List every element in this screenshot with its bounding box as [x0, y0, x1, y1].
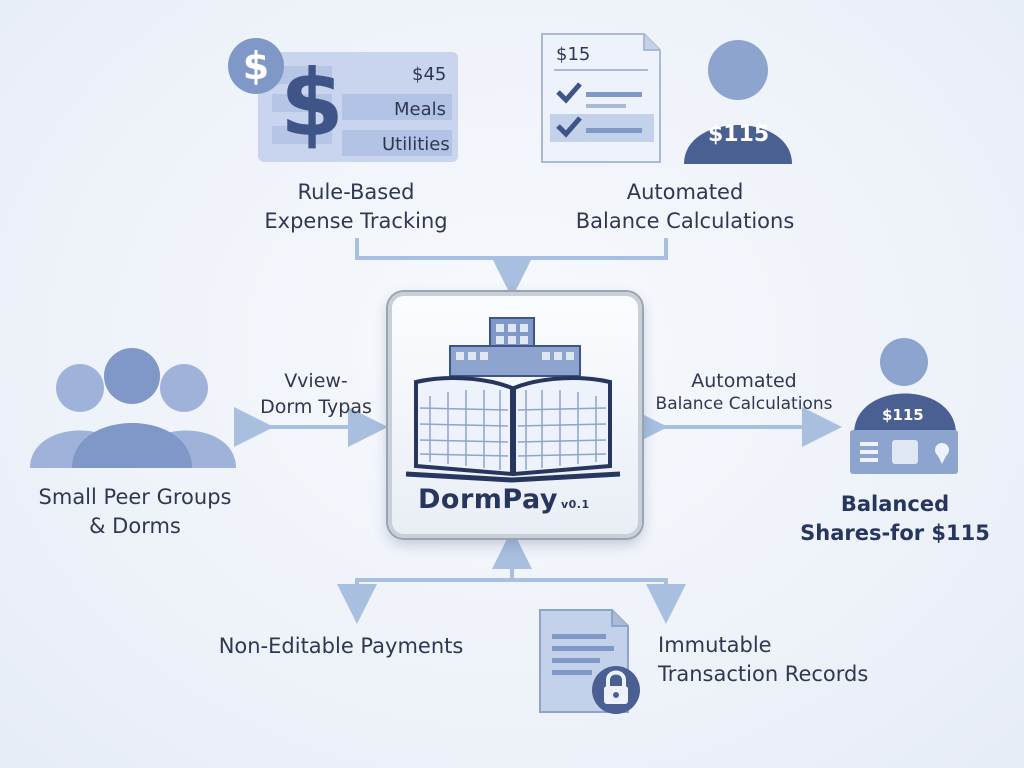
rule-based-expense-tracking-label: Rule-Based Expense Tracking [264, 180, 448, 233]
balanced-shares-person-icon: $115 [850, 338, 960, 476]
checklist-document-icon: $15 [540, 32, 662, 164]
immutable-transaction-records-label: Immutable Transaction Records [658, 633, 869, 686]
document-amount: $15 [556, 44, 591, 65]
person-balance-amount: $115 [708, 122, 770, 147]
expense-ledger-illustration: $ $ $45 Meals Utilities [222, 36, 462, 166]
app-name: DormPay [418, 484, 558, 515]
locked-document-icon [538, 608, 646, 716]
non-editable-payments-label: Non-Editable Payments [218, 634, 464, 658]
dollar-sign-icon: $ [280, 50, 345, 157]
left-arrow-caption: Vview- Dorm Typas [260, 370, 372, 418]
right-arrow-caption: Automated Balance Calculations [655, 370, 833, 414]
small-peer-groups-label: Small Peer Groups & Dorms [38, 485, 232, 538]
person-balance-icon: $115 [680, 34, 800, 164]
ledger-amount: $45 [412, 64, 447, 85]
balanced-shares-label: Balanced Shares-for $115 [800, 492, 990, 545]
bottom-bracket-connector [355, 578, 668, 606]
app-version: v0.1 [560, 498, 590, 511]
ledger-row-utilities: Utilities [382, 134, 450, 155]
ledger-book-building-icon [405, 317, 621, 483]
automated-balance-calculations-label: Automated Balance Calculations [575, 180, 795, 233]
shares-badge-amount: $115 [882, 406, 924, 424]
top-bracket-connector [355, 238, 668, 260]
ledger-row-meals: Meals [394, 99, 447, 120]
peer-group-icon [26, 346, 240, 468]
dollar-coin-icon: $ [228, 38, 284, 94]
